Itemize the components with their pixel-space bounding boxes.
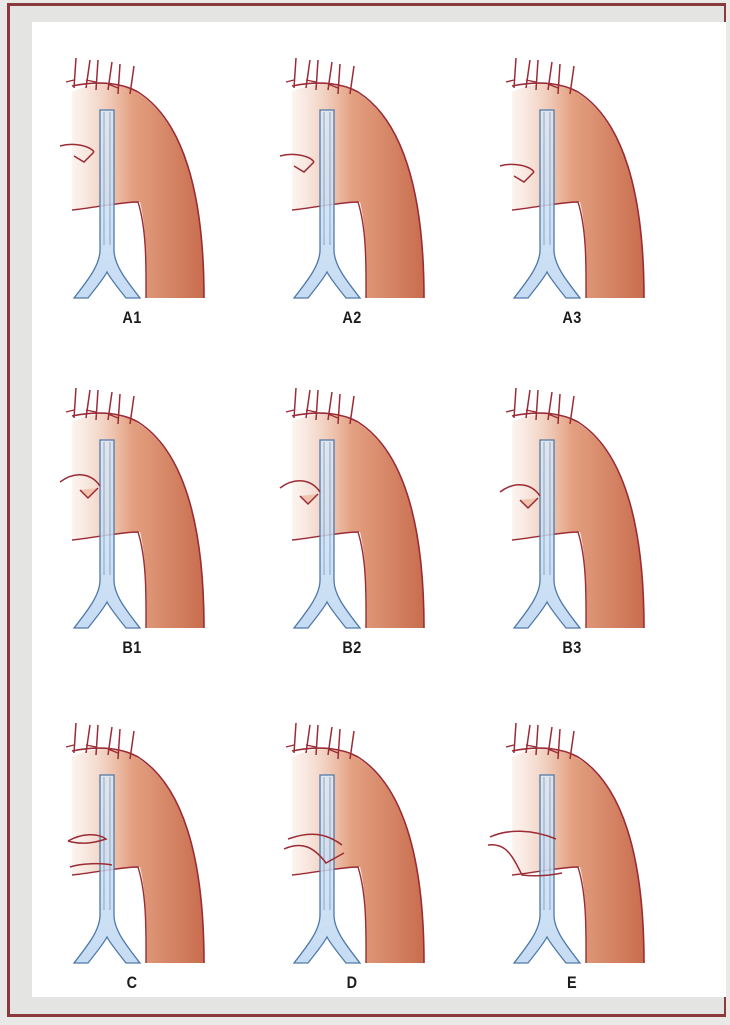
aortic-arch: [512, 84, 644, 298]
aortic-arch: [292, 84, 424, 298]
panel-label: D: [259, 973, 446, 993]
aorta-trachea-illustration: [472, 40, 692, 302]
aortic-arch: [72, 414, 204, 628]
aortic-arch: [292, 414, 424, 628]
panel-label: A2: [259, 308, 446, 328]
panel-label: B2: [259, 638, 446, 658]
aorta-trachea-illustration: [32, 40, 252, 302]
aorta-trachea-illustration: [252, 370, 472, 632]
diagram-panel-a2: A2: [252, 40, 472, 360]
diagram-panel-a3: A3: [472, 40, 692, 360]
aorta-trachea-illustration: [32, 705, 252, 967]
panel-label: B3: [479, 638, 666, 658]
diagram-panel-e: E: [472, 705, 692, 1025]
aorta-trachea-illustration: [32, 370, 252, 632]
aortic-arch: [512, 414, 644, 628]
diagram-panel-c: C: [32, 705, 252, 1025]
aortic-arch: [512, 749, 644, 963]
panel-label: E: [479, 973, 666, 993]
panel-label: C: [39, 973, 226, 993]
diagram-panel-b1: B1: [32, 370, 252, 690]
aortic-arch: [72, 84, 204, 298]
diagram-panel-b2: B2: [252, 370, 472, 690]
panel-label: A1: [39, 308, 226, 328]
diagram-panel-d: D: [252, 705, 472, 1025]
aortic-arch: [292, 749, 424, 963]
aorta-trachea-illustration: [252, 705, 472, 967]
panel-label: A3: [479, 308, 666, 328]
aorta-trachea-illustration: [472, 705, 692, 967]
aorta-trachea-illustration: [252, 40, 472, 302]
aortic-arch: [72, 749, 204, 963]
panel-label: B1: [39, 638, 226, 658]
aorta-trachea-illustration: [472, 370, 692, 632]
diagram-panel-b3: B3: [472, 370, 692, 690]
diagram-panel-a1: A1: [32, 40, 252, 360]
